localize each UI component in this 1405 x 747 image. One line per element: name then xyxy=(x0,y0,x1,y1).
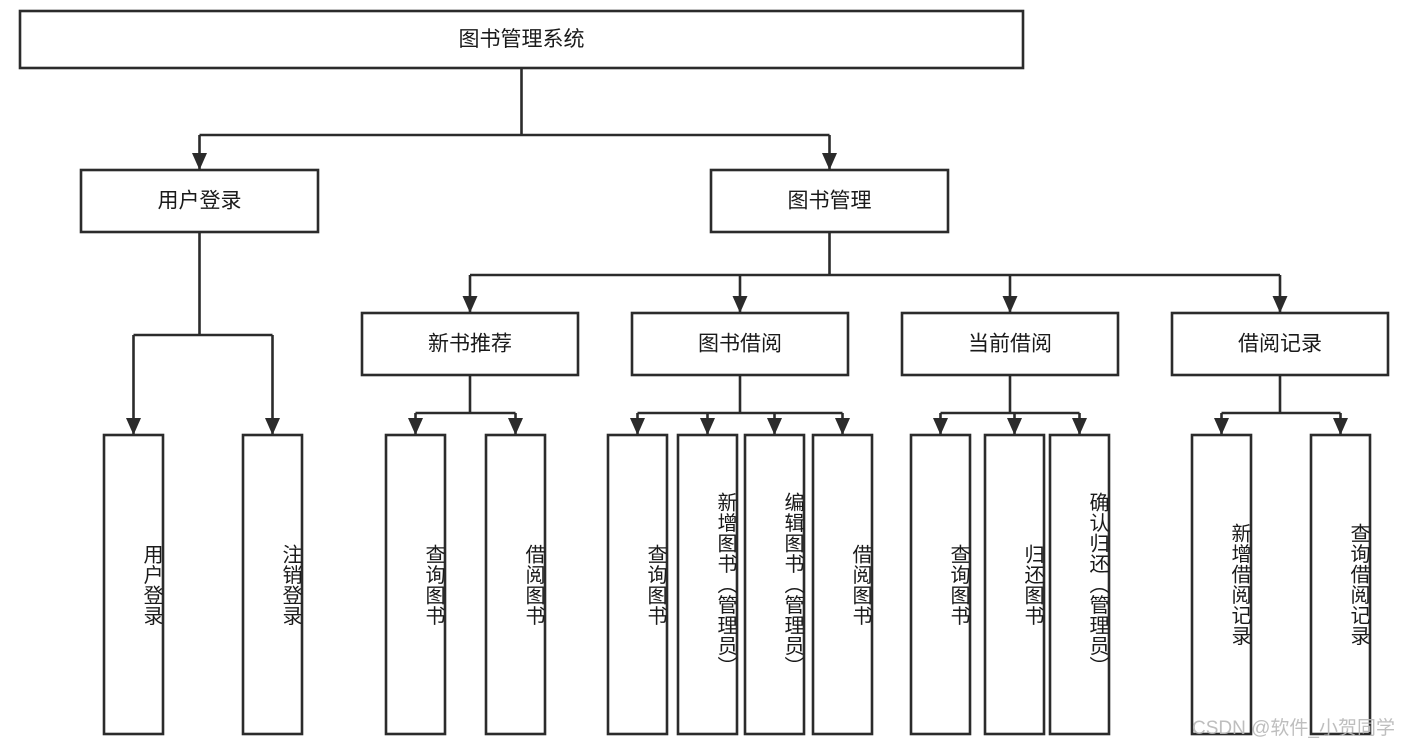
node-level3-3[interactable] xyxy=(1170,311,1390,377)
arrow-head-icon xyxy=(767,418,782,435)
arrow-head-icon xyxy=(126,418,141,435)
node-level2-0-label: 用户登录 xyxy=(158,190,242,213)
node-root-label: 图书管理系统 xyxy=(459,28,585,51)
node-level3-1-label: 图书借阅 xyxy=(698,333,782,356)
arrow-head-icon xyxy=(835,418,850,435)
node-leaf-9[interactable] xyxy=(983,433,1046,736)
arrow-head-icon xyxy=(822,153,837,170)
arrow-head-icon xyxy=(732,296,748,313)
arrow-head-icon xyxy=(1272,296,1288,313)
node-level2-0[interactable] xyxy=(79,168,320,234)
node-leaf-7[interactable] xyxy=(811,433,874,736)
node-leaf-0[interactable] xyxy=(102,433,165,736)
node-leaf-11[interactable] xyxy=(1190,433,1253,736)
node-level3-0[interactable] xyxy=(360,311,580,377)
node-level2-1[interactable] xyxy=(709,168,950,234)
arrow-head-icon xyxy=(192,153,207,170)
node-leaf-3[interactable] xyxy=(484,433,547,736)
arrow-head-icon xyxy=(1002,296,1018,313)
node-leaf-5[interactable] xyxy=(676,433,739,736)
node-level3-1[interactable] xyxy=(630,311,850,377)
arrow-head-icon xyxy=(1214,418,1229,435)
node-leaf-12[interactable] xyxy=(1309,433,1372,736)
connector-lines xyxy=(126,68,1348,435)
node-root[interactable] xyxy=(18,9,1025,70)
node-leaf-1[interactable] xyxy=(241,433,304,736)
node-leaf-4[interactable] xyxy=(606,433,669,736)
arrow-head-icon xyxy=(462,296,478,313)
arrow-head-icon xyxy=(1333,418,1348,435)
node-leaf-6[interactable] xyxy=(743,433,806,736)
node-level2-1-label: 图书管理 xyxy=(788,190,872,213)
node-level3-0-label: 新书推荐 xyxy=(428,333,512,356)
node-leaf-10[interactable] xyxy=(1048,433,1111,736)
arrow-head-icon xyxy=(408,418,423,435)
arrow-head-icon xyxy=(700,418,715,435)
arrow-head-icon xyxy=(933,418,948,435)
arrow-head-icon xyxy=(1007,418,1022,435)
node-level3-2[interactable] xyxy=(900,311,1120,377)
node-leaf-2[interactable] xyxy=(384,433,447,736)
node-leaf-8[interactable] xyxy=(909,433,972,736)
csdn-watermark: CSDN @软件_小贺同学 xyxy=(1192,718,1395,739)
node-level3-3-label: 借阅记录 xyxy=(1238,333,1322,356)
arrow-head-icon xyxy=(630,418,645,435)
arrow-head-icon xyxy=(265,418,280,435)
arrow-head-icon xyxy=(1072,418,1087,435)
arrow-head-icon xyxy=(508,418,523,435)
node-level3-2-label: 当前借阅 xyxy=(968,333,1052,356)
